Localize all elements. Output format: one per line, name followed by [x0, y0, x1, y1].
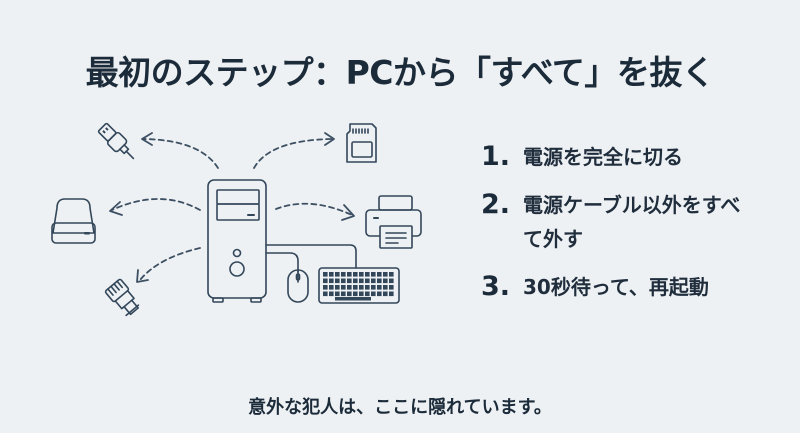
- step-item: 1. 電源を完全に切る: [481, 140, 781, 174]
- keyboard-key: [383, 278, 388, 284]
- usb-cable-icon: [97, 122, 135, 160]
- keyboard-key: [335, 285, 340, 290]
- keyboard-key: [329, 291, 334, 297]
- keyboard-key: [353, 272, 358, 277]
- arrow-to-printer: [275, 202, 355, 221]
- keyboard-key: [359, 278, 364, 284]
- keyboard-key: [329, 285, 334, 290]
- keyboard-key: [329, 278, 334, 284]
- keyboard-key: [377, 291, 382, 297]
- keyboard-key: [341, 278, 346, 284]
- keyboard-key: [347, 278, 352, 284]
- keyboard-key: [335, 291, 340, 297]
- step-number: 3.: [481, 271, 511, 302]
- keyboard-key: [359, 291, 364, 297]
- arrow-to-ethernet-cable: [136, 247, 201, 283]
- keyboard-key: [365, 285, 370, 290]
- pc-disconnect-illustration: [40, 110, 430, 335]
- step-item: 2. 電源ケーブル以外をすべて外す: [481, 188, 781, 256]
- keyboard-key: [371, 285, 376, 290]
- steps-list: 1. 電源を完全に切る 2. 電源ケーブル以外をすべて外す 3. 30秒待って、…: [481, 140, 781, 318]
- step-text: 電源を完全に切る: [523, 145, 683, 169]
- keyboard-key: [365, 278, 370, 284]
- desktop-tower-icon: [207, 179, 267, 303]
- keyboard-key: [353, 278, 358, 284]
- keyboard-key: [359, 272, 364, 277]
- keyboard-key: [347, 272, 352, 277]
- sd-card-icon: [346, 123, 377, 163]
- keyboard-key: [371, 291, 376, 297]
- step-number: 2.: [481, 189, 511, 220]
- footer-caption: 意外な犯人は、ここに隠れています。: [248, 397, 552, 418]
- arrow-to-external-drive: [109, 198, 201, 216]
- external-drive-icon: [51, 198, 96, 244]
- step-text: 電源ケーブル以外をすべて外す: [523, 193, 741, 251]
- keyboard-key: [389, 278, 394, 284]
- keyboard-key: [347, 285, 352, 290]
- peripheral-cables: [265, 244, 357, 273]
- ethernet-cable-icon: [104, 278, 140, 317]
- page-title: 最初のステップ：PCから「すべて」を抜く: [85, 53, 715, 92]
- keyboard-key: [329, 272, 334, 277]
- keyboard-key: [353, 285, 358, 290]
- keyboard-icon: [318, 267, 400, 304]
- keyboard-key: [341, 272, 346, 277]
- step-item: 3. 30秒待って、再起動: [481, 270, 781, 304]
- keyboard-key: [365, 272, 370, 277]
- keyboard-key: [341, 285, 346, 290]
- keyboard-key: [323, 291, 328, 297]
- keyboard-key: [335, 272, 340, 277]
- keyboard-key: [347, 291, 352, 297]
- keyboard-key: [389, 285, 394, 290]
- keyboard-key: [323, 278, 328, 284]
- step-number: 1.: [481, 141, 511, 172]
- keyboard-key: [377, 272, 382, 277]
- keyboard-key: [383, 272, 388, 277]
- arrow-to-usb: [141, 132, 219, 169]
- keyboard-key: [353, 291, 358, 297]
- keyboard-key: [341, 291, 346, 297]
- keyboard-key: [323, 272, 328, 277]
- keyboard-key: [371, 272, 376, 277]
- arrow-to-sd-card: [253, 132, 335, 169]
- step-text: 30秒待って、再起動: [523, 275, 709, 299]
- keyboard-key: [371, 278, 376, 284]
- keyboard-spacebar: [335, 297, 371, 301]
- mouse-icon: [287, 269, 309, 303]
- keyboard-key: [377, 278, 382, 284]
- keyboard-key: [383, 285, 388, 290]
- printer-icon: [365, 195, 422, 249]
- keyboard-key: [389, 291, 394, 297]
- keyboard-key: [377, 285, 382, 290]
- keyboard-key: [335, 278, 340, 284]
- keyboard-key: [359, 285, 364, 290]
- keyboard-key: [365, 291, 370, 297]
- keyboard-key: [389, 272, 394, 277]
- keyboard-key: [383, 291, 388, 297]
- keyboard-key: [323, 285, 328, 290]
